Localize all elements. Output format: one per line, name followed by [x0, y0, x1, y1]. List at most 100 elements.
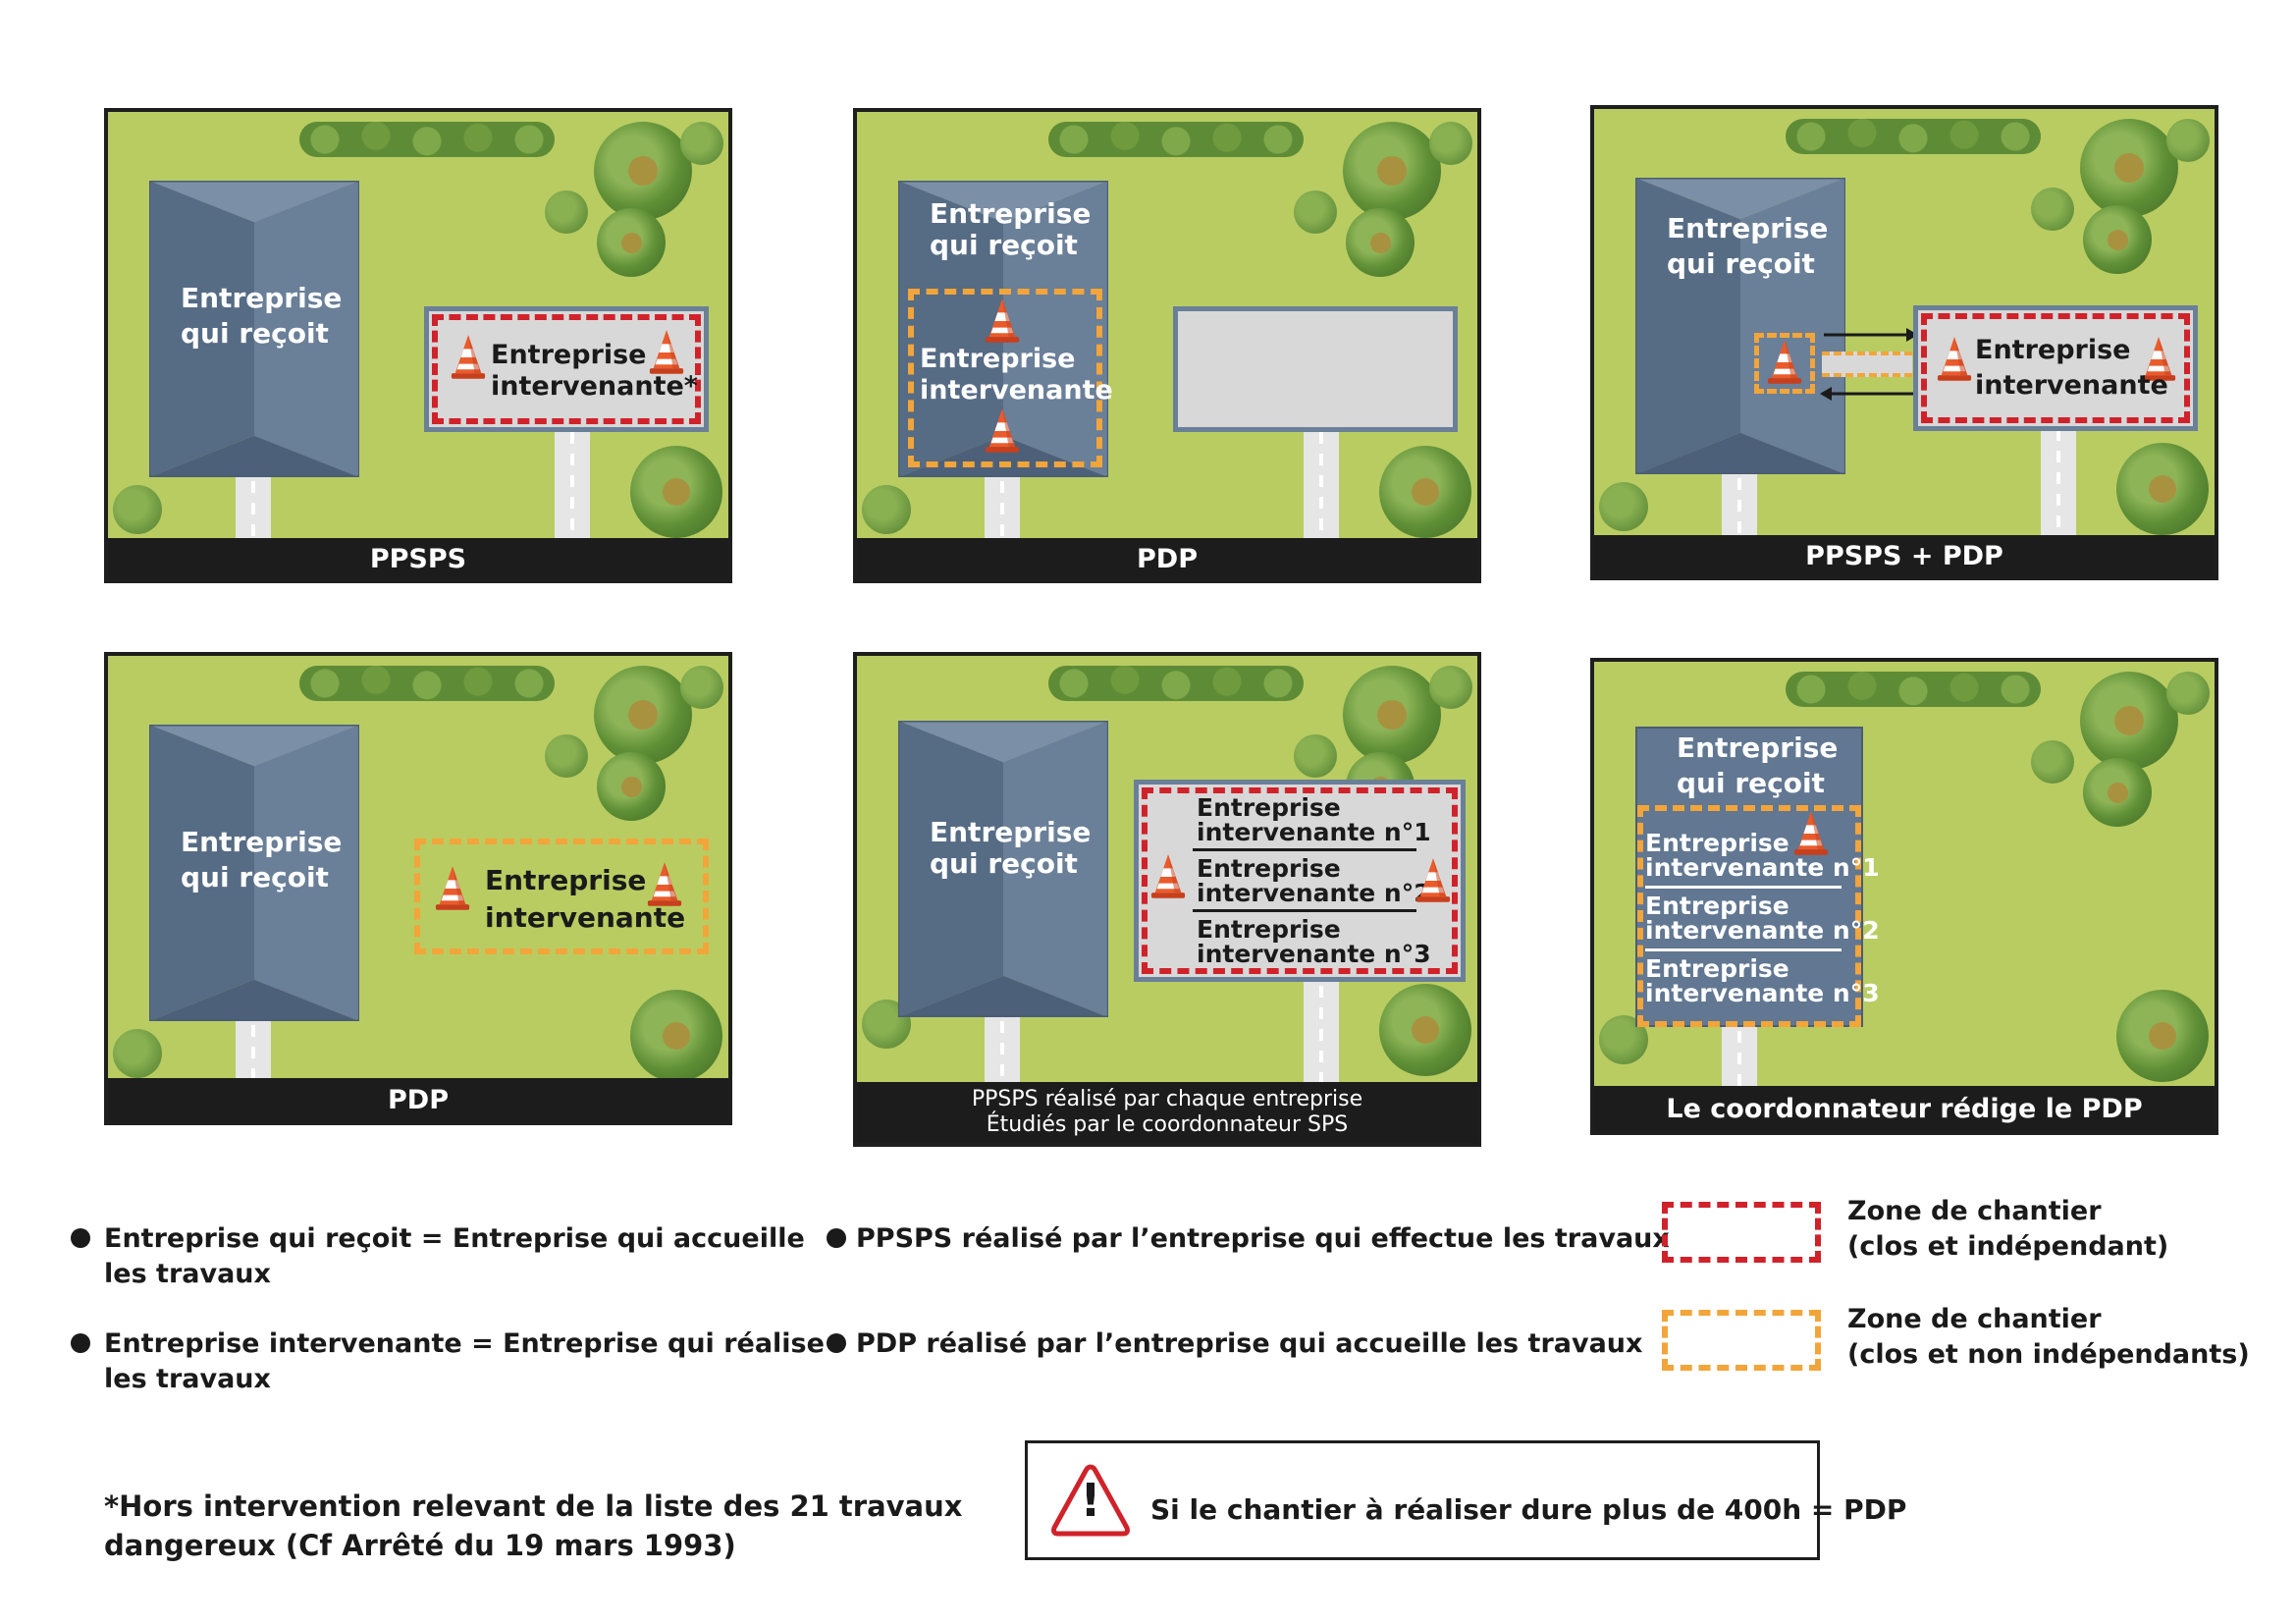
panel-ppsps: Entreprise qui reçoit Entreprise interve… — [104, 108, 732, 583]
receiver-label: Entreprise qui reçoit — [1677, 731, 1839, 799]
rule-ppsps: PPSPS réalisé par l’entreprise qui effec… — [856, 1223, 1670, 1254]
tree — [1379, 446, 1471, 538]
driveway — [1304, 980, 1339, 1094]
bush — [1599, 482, 1648, 531]
cone-icon — [1415, 856, 1452, 903]
driveway — [236, 1019, 271, 1088]
worker-label: Entreprise intervenante — [1975, 335, 2168, 401]
tree — [594, 666, 692, 764]
tree — [1346, 208, 1415, 277]
receiver-label: Entreprise qui reçoit — [181, 282, 343, 350]
bush — [113, 485, 162, 534]
tree — [1343, 122, 1441, 220]
bush — [862, 485, 911, 534]
legend-zone-red-label: Zone de chantier (clos et indépendant) — [1847, 1196, 2169, 1262]
bush — [1294, 190, 1337, 234]
bush — [680, 666, 723, 709]
legend-zone-orange-label: Zone de chantier (clos et non indépendan… — [1847, 1304, 2250, 1370]
bush — [2031, 740, 2074, 784]
bullet-dot — [827, 1228, 846, 1248]
hedge — [299, 666, 555, 701]
warning-box — [1025, 1440, 1820, 1560]
work-zone-red — [1921, 313, 2190, 423]
arrow-right-icon — [1824, 328, 1918, 342]
bush — [1429, 666, 1472, 709]
worker-3-label: Entreprise intervenante n°3 — [1197, 915, 1431, 968]
bush — [680, 122, 723, 165]
worker-label: Entreprise intervenante — [920, 344, 1113, 406]
legend-zone-red — [1662, 1202, 1821, 1263]
definition-worker: Entreprise intervenante = Entreprise qui… — [104, 1328, 825, 1394]
work-zone-red — [1142, 787, 1458, 974]
cone-icon — [1149, 852, 1187, 899]
work-zone-orange — [908, 289, 1102, 467]
bush — [545, 190, 588, 234]
bush — [2166, 119, 2210, 162]
hedge — [1048, 666, 1304, 701]
rule-pdp: PDP réalisé par l’entreprise qui accueil… — [856, 1328, 1643, 1359]
worker-label: Entreprise intervenante* — [491, 340, 698, 402]
tree — [2083, 205, 2152, 274]
driveway — [1722, 1025, 1757, 1094]
tree — [630, 990, 722, 1082]
driveway — [2041, 423, 2076, 541]
cone-icon — [984, 406, 1021, 454]
separator — [1193, 909, 1416, 912]
tree — [2080, 119, 2178, 217]
worker-3-label: Entreprise intervenante n°3 — [1645, 954, 1880, 1007]
worker-2-label: Entreprise intervenante n°2 — [1197, 854, 1431, 907]
panel-pdp-2: Entreprise qui reçoit Entreprise interve… — [104, 652, 732, 1125]
driveway — [555, 426, 590, 544]
hedge — [1786, 672, 2041, 707]
receiver-label: Entreprise qui reçoit — [181, 826, 343, 893]
warning-glyph: ! — [1080, 1474, 1101, 1527]
driveway — [1304, 426, 1339, 544]
cone-icon — [450, 333, 487, 380]
panel-caption: PDP — [857, 538, 1477, 579]
work-zone-orange — [414, 839, 709, 954]
separator — [1645, 948, 1842, 951]
separator — [1193, 848, 1416, 851]
tree — [2116, 990, 2209, 1082]
receiving-building — [1635, 727, 1863, 1027]
footnote: *Hors intervention relevant de la liste … — [104, 1489, 963, 1562]
warning-text: Si le chantier à réaliser dure plus de 4… — [1150, 1493, 1907, 1526]
worker-2-label: Entreprise intervenante n°2 — [1645, 892, 1880, 945]
bush — [113, 1029, 162, 1078]
cone-icon — [1792, 809, 1830, 856]
caption-line-2: Étudiés par le coordonnateur SPS — [986, 1112, 1349, 1137]
work-zone-orange — [1637, 805, 1861, 1027]
warning-triangle-icon — [1051, 1464, 1130, 1537]
panel-caption: PPSPS + PDP — [1594, 535, 2215, 576]
panel-pdp-1: Entreprise qui reçoit Entreprise interve… — [853, 108, 1481, 583]
cone-icon — [434, 864, 471, 911]
cone-icon — [984, 297, 1021, 344]
empty-lot — [1173, 306, 1458, 432]
tree — [594, 122, 692, 220]
tree — [1379, 984, 1471, 1076]
tree — [1343, 666, 1441, 764]
tree — [2080, 672, 2178, 770]
receiver-label: Entreprise qui reçoit — [930, 197, 1092, 261]
tree — [630, 446, 722, 538]
driveway — [236, 475, 271, 544]
definition-receiver: Entreprise qui reçoit = Entreprise qui a… — [104, 1223, 805, 1289]
work-lot — [1134, 780, 1466, 982]
receiver-label: Entreprise qui reçoit — [1667, 212, 1829, 280]
work-zone-red — [432, 314, 701, 424]
worker-1-label: Entreprise intervenante n°1 — [1197, 793, 1431, 846]
bush — [1429, 122, 1472, 165]
caption-line-1: PPSPS réalisé par chaque entreprise — [971, 1087, 1363, 1111]
arrow-left-icon — [1820, 387, 1914, 401]
tree — [2083, 758, 2152, 827]
panel-coordinator-pdp: Entreprise qui reçoit Entreprise interve… — [1590, 658, 2218, 1135]
cone-icon — [1766, 338, 1803, 385]
receiver-label: Entreprise qui reçoit — [930, 816, 1092, 880]
bush — [2031, 188, 2074, 231]
driveway — [1722, 472, 1757, 541]
bullet-dot — [71, 1333, 90, 1353]
driveway — [985, 475, 1020, 544]
separator — [1645, 886, 1842, 889]
panel-caption: PPSPS réalisé par chaque entreprise Étud… — [857, 1082, 1477, 1143]
cone-icon — [1936, 335, 1973, 382]
